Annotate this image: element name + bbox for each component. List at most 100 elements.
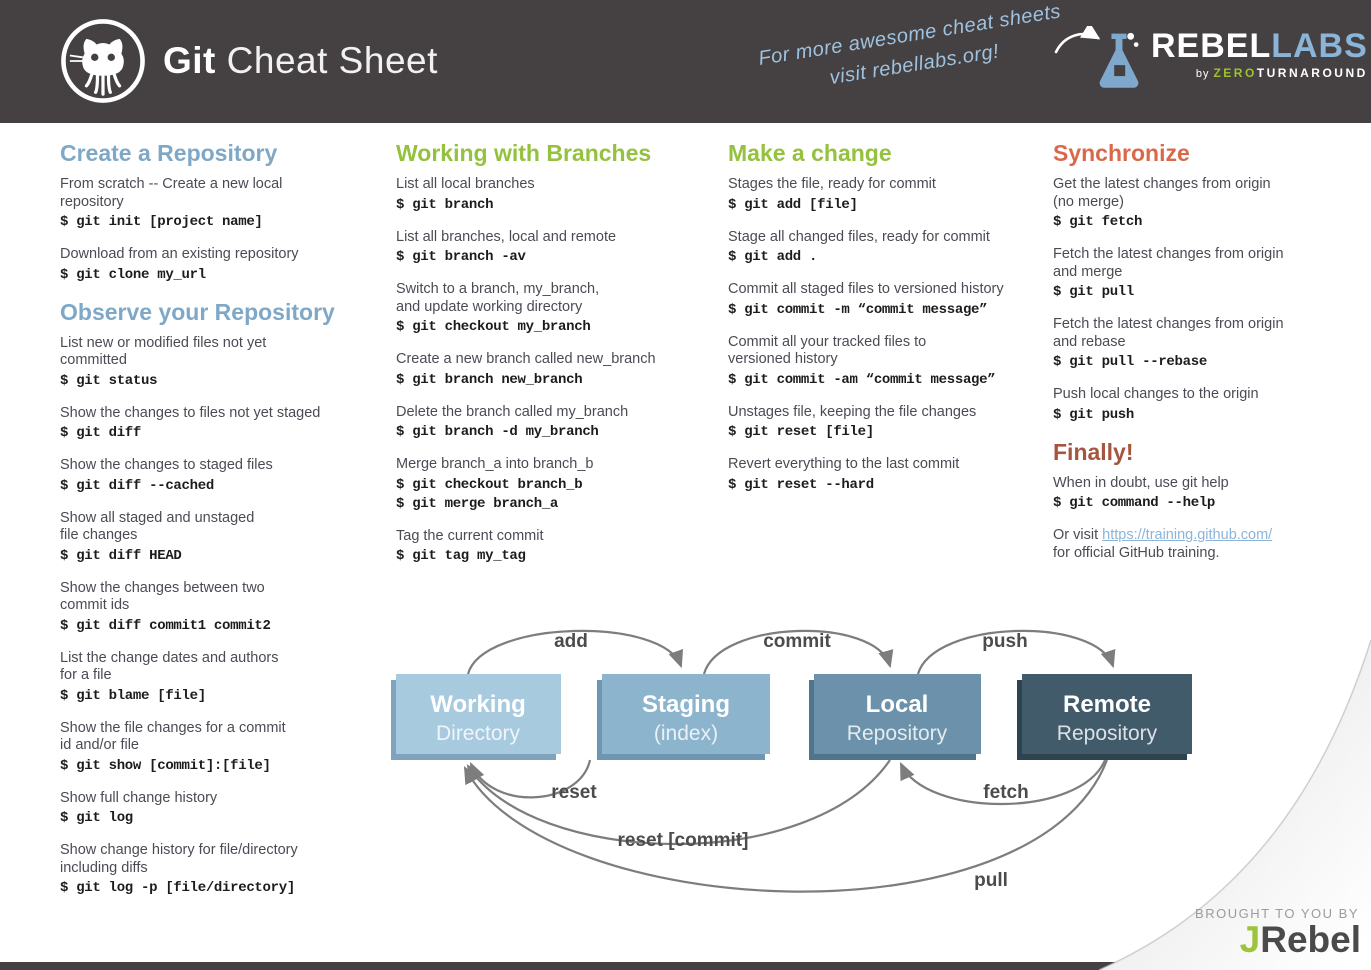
command-entry: Show change history for file/directory i… — [60, 842, 365, 898]
command-description: Or visit https://training.github.com/ fo… — [1053, 527, 1345, 562]
box-local-repository: Local Repository — [809, 674, 981, 760]
box-title: Staging — [642, 691, 730, 718]
box-staging-index: Staging (index) — [597, 674, 770, 760]
git-command: $ git reset --hard — [728, 476, 874, 493]
command-description: Stages the file, ready for commit — [728, 176, 936, 192]
git-flow-diagram: add commit push reset fetch reset [commi… — [391, 629, 1192, 893]
command-entry: Show full change history$ git log — [60, 790, 365, 829]
command-description: When in doubt, use git help — [1053, 474, 1229, 491]
command-description: Revert everything to the last commit — [728, 456, 960, 472]
command-description: Show the changes to staged files — [60, 457, 273, 473]
command-entry: Commit all staged files to versioned his… — [728, 281, 1043, 320]
command-entry: Stages the file, ready for commit $ git a… — [728, 176, 1043, 215]
command-description: Merge branch_a into branch_b — [396, 456, 594, 472]
command-entry: Stage all changed files, ready for commi… — [728, 229, 1043, 268]
command-entry: Commit all your tracked files to version… — [728, 334, 1043, 390]
command-entry: Delete the branch called my_branch$ git … — [396, 404, 716, 443]
arrow-commit — [702, 629, 894, 675]
arrow-label-reset: reset — [551, 782, 597, 803]
arrow-label-push: push — [982, 631, 1027, 652]
command-description: Commit all your tracked files to version… — [728, 333, 927, 368]
arrow-pull — [463, 759, 1109, 893]
command-description: Stage all changed files, ready for commi… — [728, 228, 990, 245]
command-entry: Show the file changes for a commit id an… — [60, 720, 365, 776]
command-entry: Show the changes to files not yet staged… — [60, 405, 365, 444]
section-heading: Create a Repository — [60, 140, 278, 166]
box-title: Local — [866, 691, 929, 718]
command-description: Switch to a branch, my_branch, and updat… — [396, 281, 600, 315]
arrow-label-pull: pull — [974, 870, 1008, 891]
git-command: $ git branch new_branch — [396, 371, 583, 388]
rebellabs-name: REBELLABS — [1151, 28, 1368, 64]
git-command: $ git checkout branch_b — [396, 476, 583, 493]
byline-zero: ZERO — [1213, 66, 1257, 80]
promo-note: For more awesome cheat sheets visit rebe… — [739, 0, 1084, 106]
section-finally: Finally!When in doubt, use git help$ git… — [1053, 439, 1345, 563]
byline-turnaround: TURNAROUND — [1256, 66, 1368, 80]
command-entry: Download from an existing repository$ gi… — [60, 246, 365, 285]
box-title: Remote — [1063, 691, 1151, 718]
arrow-reset-commit — [466, 759, 891, 846]
command-description: Create a new branch called new_branch — [396, 351, 656, 367]
box-title: Working — [430, 691, 526, 718]
git-command: $ git blame [file] — [60, 687, 206, 704]
command-entry: From scratch -- Create a new local repos… — [60, 176, 365, 232]
git-command: $ git branch — [396, 196, 494, 213]
git-command: $ git reset [file] — [728, 424, 874, 440]
bottom-bar — [0, 962, 1371, 970]
git-command: $ git show [commit]:[file] — [60, 757, 271, 774]
command-entry: Get the latest changes from origin (no m… — [1053, 176, 1345, 232]
arrow-label-reset-commit: reset [commit] — [618, 830, 749, 851]
command-description: Delete the branch called my_branch — [396, 403, 629, 420]
section-heading: Synchronize — [1053, 140, 1190, 166]
command-entry: List the change dates and authors for a … — [60, 650, 365, 706]
flask-icon — [1099, 32, 1139, 88]
git-command: $ git clone my_url — [60, 266, 206, 283]
arrow-label-fetch: fetch — [983, 782, 1028, 803]
jrebel-j: J — [1239, 919, 1261, 960]
git-command: $ git tag my_tag — [396, 548, 526, 564]
git-command: $ git init [project name] — [60, 214, 263, 230]
arrow-label-add: add — [554, 631, 588, 652]
command-entry: Revert everything to the last commit $ gi… — [728, 456, 1043, 495]
jrebel-rebel: Rebel — [1260, 919, 1361, 960]
command-entry: List all local branches$ git branch — [396, 176, 716, 215]
git-command: $ git merge branch_a — [396, 495, 559, 512]
byline-by: by — [1195, 68, 1210, 80]
command-description: List new or modified files not yet commi… — [60, 334, 267, 369]
section-heading: Working with Branches — [396, 140, 652, 166]
git-command: $ git branch -av — [396, 249, 526, 265]
training-github-link[interactable]: https://training.github.com/ — [1102, 527, 1273, 543]
section-heading: Finally! — [1053, 438, 1134, 465]
git-command: $ git checkout my_branch — [396, 319, 591, 335]
arrow-add — [466, 629, 683, 675]
command-entry: Tag the current commit $ git tag my_tag — [396, 528, 716, 567]
command-description: Show the changes to files not yet staged — [60, 404, 321, 421]
page-curl-decoration — [1098, 639, 1371, 970]
command-entry: Show all staged and unstaged file change… — [60, 510, 365, 566]
box-working-directory: Working Directory — [391, 674, 561, 760]
command-description: Show all staged and unstaged file change… — [60, 509, 255, 544]
rebellabs-labs: LABS — [1271, 27, 1368, 65]
header-bar: Git Cheat Sheet For more awesome cheat s… — [0, 0, 1371, 123]
git-command: $ git pull --rebase — [1053, 354, 1207, 370]
section-heading: Make a change — [728, 140, 892, 166]
git-command: $ git commit -m “commit message” — [728, 301, 988, 318]
git-command: $ git diff — [60, 425, 142, 441]
command-description: Fetch the latest changes from origin and… — [1053, 246, 1284, 280]
git-command: $ git diff HEAD — [60, 547, 182, 564]
git-command: $ git add [file] — [728, 196, 858, 213]
page-title-git: Git — [163, 40, 216, 81]
command-description: Commit all staged files to versioned his… — [728, 281, 1004, 297]
command-description: Tag the current commit — [396, 527, 544, 544]
